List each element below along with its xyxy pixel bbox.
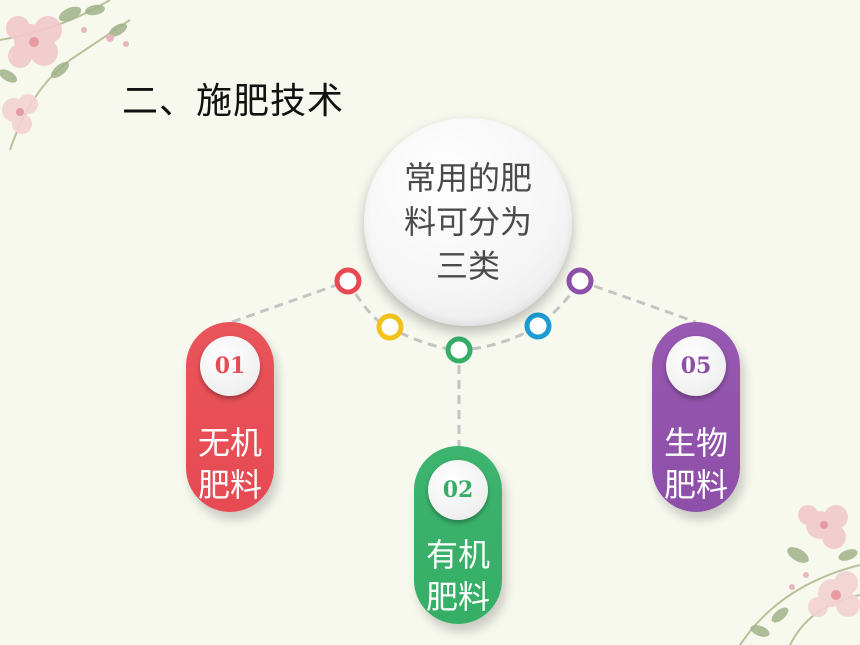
ring-purple <box>566 267 594 295</box>
center-topic-circle: 常用的肥 料可分为 三类 <box>364 118 572 326</box>
ring-blue <box>524 312 552 340</box>
slide-title: 二、施肥技术 <box>122 81 345 122</box>
category-card-biological: 05 生物 肥料 <box>652 322 740 512</box>
connector-right <box>579 279 697 324</box>
center-topic-text: 常用的肥 料可分为 三类 <box>403 159 532 285</box>
category-card-organic: 02 有机 肥料 <box>414 446 502 624</box>
category-label: 生物 肥料 <box>663 424 728 504</box>
category-number-badge: 02 <box>428 460 488 520</box>
connector-left <box>231 279 349 324</box>
category-label: 有机 肥料 <box>425 536 490 616</box>
category-card-inorganic: 01 无机 肥料 <box>186 322 274 512</box>
category-number-badge: 01 <box>200 336 260 396</box>
ring-green <box>445 336 473 364</box>
ring-yellow <box>376 313 404 341</box>
ring-red <box>334 267 362 295</box>
category-number-badge: 05 <box>666 336 726 396</box>
category-label: 无机 肥料 <box>197 424 262 504</box>
